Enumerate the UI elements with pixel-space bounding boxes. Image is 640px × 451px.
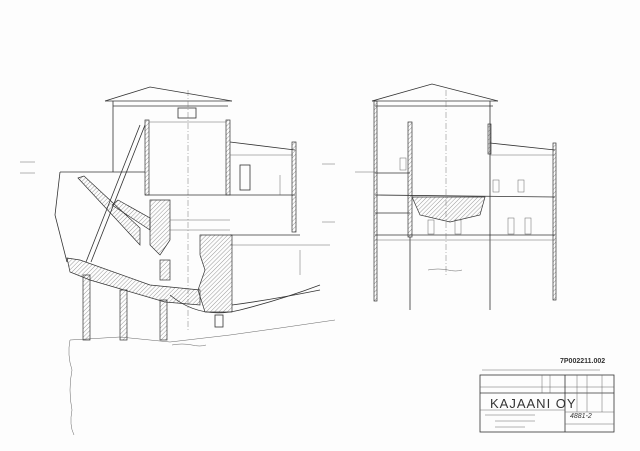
- title-block-frame: [479, 369, 615, 433]
- drawing-number: 7P002211.002: [560, 358, 606, 365]
- section-label-scribble: [171, 343, 207, 347]
- section-label-scribble: [427, 268, 463, 272]
- right-section-view: [355, 83, 557, 310]
- company-name: KAJAANI OY: [490, 396, 577, 411]
- sheet-number: 4881-2: [570, 413, 592, 420]
- left-section-view: [20, 86, 336, 436]
